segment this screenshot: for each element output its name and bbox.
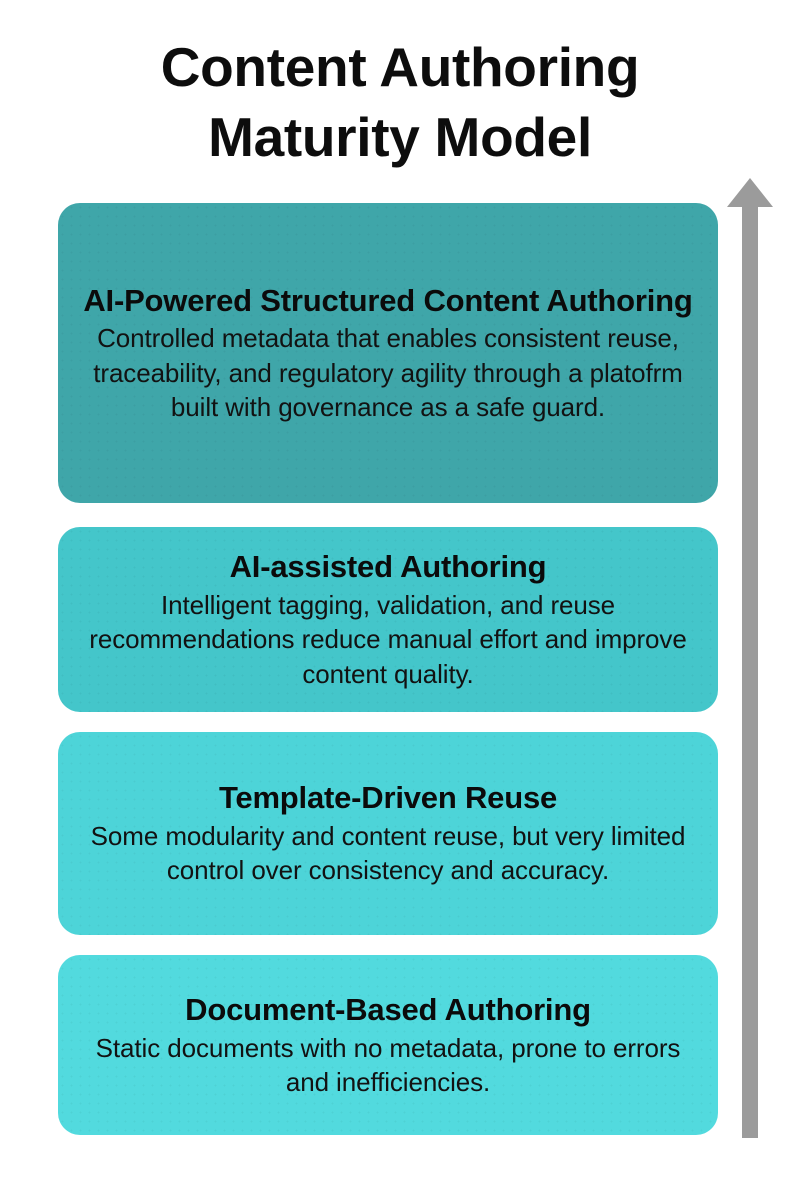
arrow-up-icon <box>722 176 778 1138</box>
tier-description: Intelligent tagging, validation, and reu… <box>89 589 687 689</box>
tier-title: AI-assisted Authoring <box>229 549 547 585</box>
tier-description: Some modularity and content reuse, but v… <box>90 821 686 886</box>
page-title-line-2: Maturity Model <box>208 106 592 169</box>
maturity-tier-ai-powered-structured-content-authoring: AI-Powered Structured Content Authoring … <box>58 203 718 503</box>
tier-description: Controlled metadata that enables consist… <box>93 323 683 423</box>
maturity-tier-list: AI-Powered Structured Content Authoring … <box>58 203 718 1135</box>
maturity-tier-ai-assisted-authoring: AI-assisted Authoring Intelligent taggin… <box>58 527 718 712</box>
maturity-tier-document-based-authoring: Document-Based Authoring Static document… <box>58 955 718 1135</box>
page-title-line-1: Content Authoring <box>160 36 640 98</box>
tier-title: AI-Powered Structured Content Authoring <box>83 282 693 318</box>
maturity-tier-template-driven-reuse: Template-Driven Reuse Some modularity an… <box>58 732 718 935</box>
tier-title: Document-Based Authoring <box>185 991 591 1027</box>
tier-description: Static documents with no metadata, prone… <box>95 1032 681 1097</box>
page-title: Content Authoring Maturity Model <box>0 32 800 173</box>
tier-title: Template-Driven Reuse <box>218 780 558 816</box>
